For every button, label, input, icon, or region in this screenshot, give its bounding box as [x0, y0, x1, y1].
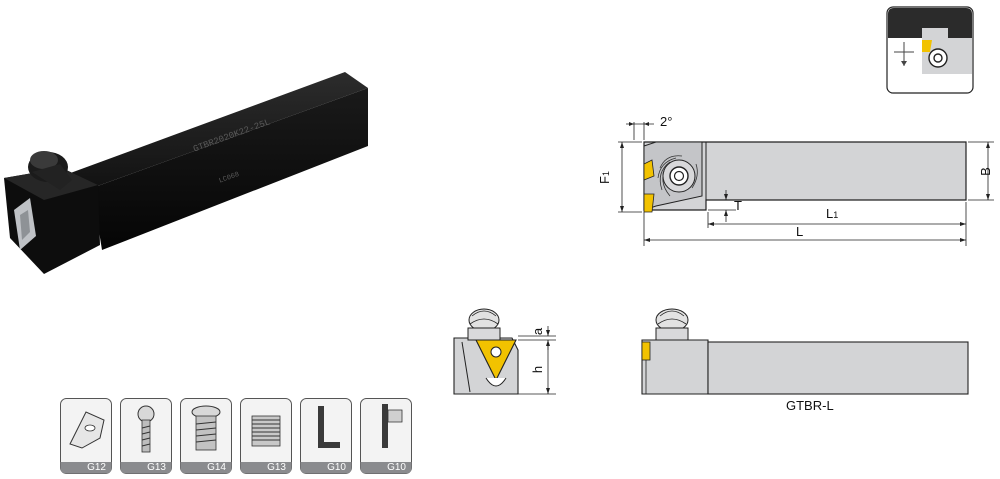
part-code-label: G13	[147, 462, 166, 473]
dim-h-label: h	[530, 365, 546, 374]
screw-icon	[120, 398, 172, 474]
part-tile: G14	[180, 398, 232, 474]
orientation-icon	[886, 6, 974, 94]
spring-icon	[240, 398, 292, 474]
part-code-label: G10	[387, 462, 406, 473]
torx-key-icon	[360, 398, 412, 474]
dim-L-label: L	[796, 224, 804, 239]
part-tile: G12	[60, 398, 112, 474]
dim-F1-label: F1	[597, 171, 612, 184]
dim-a-label: a	[530, 327, 546, 336]
angle-label: 2°	[660, 114, 673, 129]
part-code-label: G10	[327, 462, 346, 473]
insert-detail-drawing	[453, 308, 556, 395]
dim-L1-sub: 1	[833, 210, 839, 220]
dim-L1-main: L	[826, 206, 834, 221]
product-photo	[4, 72, 368, 274]
part-tile: G13	[120, 398, 172, 474]
dim-B-label: B	[977, 167, 993, 176]
part-code-label: G13	[267, 462, 286, 473]
dim-F1-main: F	[596, 176, 612, 184]
dim-L1-label: L1	[826, 206, 838, 221]
part-tile: G10	[300, 398, 352, 474]
part-tile: G10	[360, 398, 412, 474]
part-code-label: G14	[207, 462, 226, 473]
side-view-caption: GTBR-L	[786, 398, 834, 413]
clamp-screw-icon	[180, 398, 232, 474]
dim-T-label: T	[734, 198, 742, 213]
part-tile: G13	[240, 398, 292, 474]
part-code-label: G12	[87, 462, 106, 473]
top-view-drawing	[618, 122, 994, 246]
dim-F1-sub: 1	[600, 171, 611, 177]
insert-icon	[60, 398, 112, 474]
side-view-drawing	[641, 308, 969, 395]
hex-key-icon	[300, 398, 352, 474]
